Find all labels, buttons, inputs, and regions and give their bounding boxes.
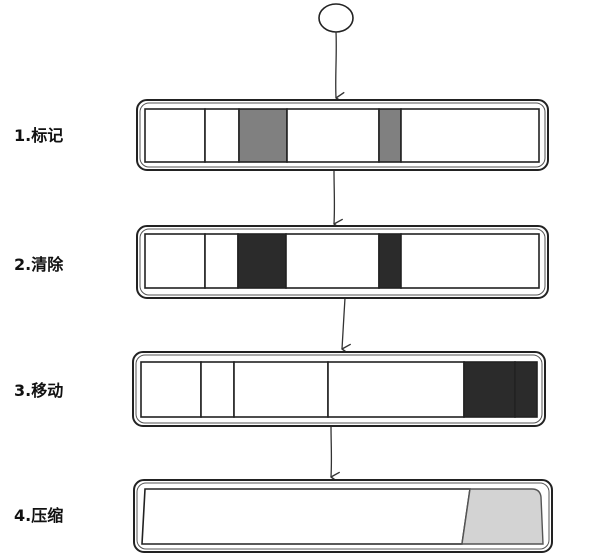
bar-outline-sketch	[135, 354, 543, 424]
step-label: 1.标记	[14, 126, 64, 145]
memory-block	[285, 233, 380, 289]
memory-block	[327, 361, 465, 418]
memory-block	[238, 108, 288, 163]
arrow-step2-to-step3	[341, 297, 351, 356]
step-label: 3.移动	[14, 381, 64, 400]
memory-block	[461, 488, 544, 545]
bar-outline-sketch	[136, 482, 550, 550]
memory-block	[378, 233, 402, 289]
arrow-start-to-step1	[335, 31, 345, 104]
memory-block	[463, 361, 516, 418]
memory-block	[400, 233, 540, 289]
bar-outline-sketch	[139, 102, 546, 168]
memory-block	[140, 361, 202, 418]
memory-block	[286, 108, 380, 163]
memory-block	[233, 361, 329, 418]
memory-block	[400, 108, 540, 163]
start-node	[318, 3, 354, 33]
memory-block	[204, 108, 240, 163]
step-2-bar	[136, 225, 549, 299]
memory-block	[144, 233, 206, 289]
memory-block	[514, 361, 538, 418]
memory-block	[378, 108, 402, 163]
step-3-bar	[132, 351, 546, 427]
bar-outline-sketch	[139, 228, 546, 296]
memory-block	[204, 233, 239, 289]
step-label: 4.压缩	[14, 506, 64, 525]
memory-block	[237, 233, 287, 289]
step-4-bar	[133, 479, 553, 553]
memory-block	[141, 488, 471, 545]
step-1-bar	[136, 99, 549, 171]
memory-block	[200, 361, 235, 418]
step-label: 2.清除	[14, 255, 64, 274]
memory-block	[144, 108, 206, 163]
